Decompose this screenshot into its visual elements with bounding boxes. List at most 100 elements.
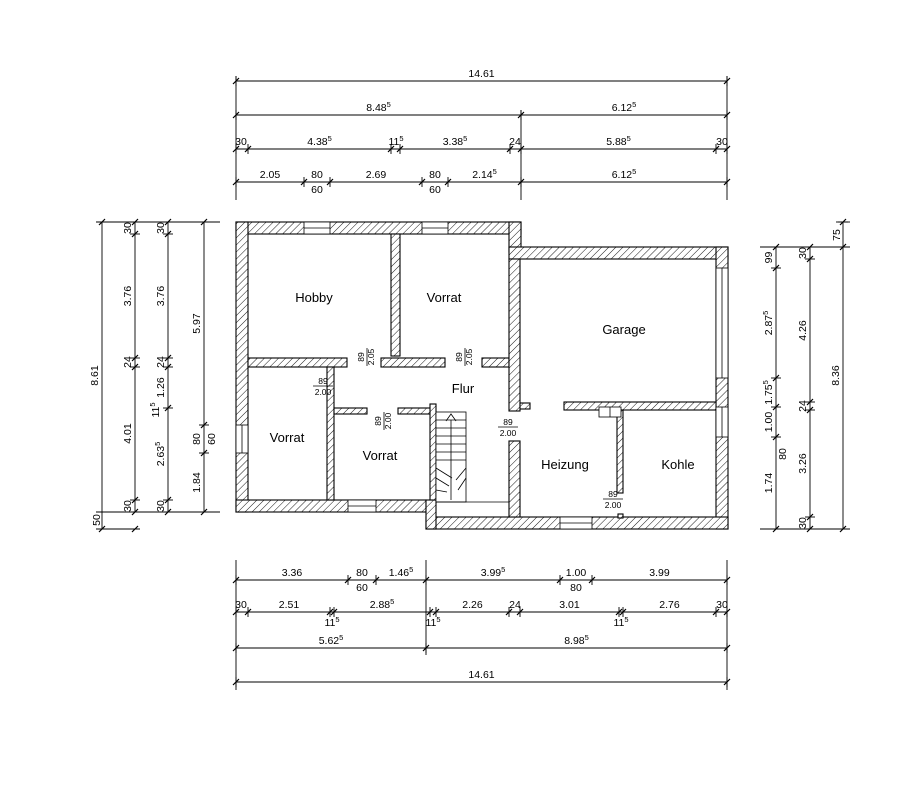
room-label-vorrat-center: Vorrat xyxy=(363,448,398,463)
door-1-width: 89 xyxy=(318,376,328,386)
dim-bot-row2-label-10: 30 xyxy=(716,599,728,611)
dim-bot-row1-label-4: 1.00 xyxy=(566,567,587,579)
dim-right-col2-label-3: 3.26 xyxy=(797,453,809,474)
wall-vorrat-center-top-a xyxy=(333,407,368,415)
dim-bot-row2-label-3: 2.885 xyxy=(370,597,395,611)
staircase xyxy=(435,411,509,503)
dim-left-col3-label-1: 3.76 xyxy=(155,286,167,307)
wall-mid-west-b xyxy=(380,357,446,368)
dim-bot-row3-label-1: 8.985 xyxy=(564,633,589,647)
wall-north-west xyxy=(235,221,522,235)
dim-bot-row1-label-5: 3.99 xyxy=(649,567,670,579)
windows xyxy=(235,221,729,530)
dim-right-top: 75 xyxy=(831,229,843,241)
dim-top-row3-label-6: 30 xyxy=(716,136,728,148)
wall-stub xyxy=(519,402,531,410)
dim-left-col4-label-1: 80 xyxy=(191,433,203,445)
dim-bot-row2-label-9: 2.76 xyxy=(659,599,680,611)
dim-right-col2-label-0: 30 xyxy=(797,247,809,259)
dim-top-row4-label-0: 2.05 xyxy=(260,169,281,181)
dim-top-row3-label-2: 115 xyxy=(388,134,403,148)
wall-west xyxy=(235,221,249,513)
dim-left-overall-label-0: 8.61 xyxy=(89,365,101,386)
dim-top-row3-label-1: 4.385 xyxy=(307,134,332,148)
door-labels: 89 2.00 89 2.05 89 2.05 89 2.00 89 2.00 … xyxy=(313,348,623,510)
room-label-flur: Flur xyxy=(452,381,475,396)
room-label-garage: Garage xyxy=(602,322,645,337)
dim-right-col2-label-2: 24 xyxy=(797,400,809,412)
dim-bot-row1-label-1: 80 xyxy=(356,567,368,579)
wall-vorrat-center-east xyxy=(429,403,437,501)
wall-flur-garage-a xyxy=(508,258,521,412)
dim-right-col1-label-3: 1.00 xyxy=(763,412,775,433)
dim-bot-overall-label-0: 14.61 xyxy=(468,669,494,681)
dim-top-row4-label-3: 80 xyxy=(429,169,441,181)
dim-top-row3-label-3: 3.385 xyxy=(443,134,468,148)
dim-bot-row2-below-1: 115 xyxy=(425,615,440,629)
wall-south-west xyxy=(235,499,427,513)
room-label-kohle: Kohle xyxy=(661,457,694,472)
dim-left-col3-label-5: 30 xyxy=(155,500,167,512)
dim-top-row2-label-1: 6.125 xyxy=(612,100,637,114)
dim-left-col3-label-4: 2.635 xyxy=(153,442,167,467)
dim-left-col2-extra-1: 115 xyxy=(148,402,162,417)
room-label-vorrat-left: Vorrat xyxy=(270,430,305,445)
wall-garage-north xyxy=(508,246,729,260)
wall-stair-south-step xyxy=(425,499,437,530)
wall-mid-west-c xyxy=(481,357,510,368)
room-label-heizung: Heizung xyxy=(541,457,589,472)
dim-left-col2-extra-0: 50 xyxy=(91,514,103,526)
dim-left-col2-label-1: 3.76 xyxy=(122,286,134,307)
dim-top-row4-below-1: 60 xyxy=(429,184,441,196)
wall-vorrat-center-top-b xyxy=(397,407,433,415)
wall-heizung-kohle xyxy=(616,409,624,494)
dim-right-col2-label-1: 4.26 xyxy=(797,320,809,341)
dim-top-row3-label-0: 30 xyxy=(235,136,247,148)
dim-left-col2-label-0: 30 xyxy=(122,222,134,234)
dim-left-col2-label-4: 30 xyxy=(122,500,134,512)
dim-right-col2-label-4: 30 xyxy=(797,517,809,529)
dim-right-col2-side: 80 xyxy=(777,448,789,460)
dim-top-overall-label-0: 14.61 xyxy=(468,68,494,80)
door-6-height: 2.00 xyxy=(605,500,622,510)
dim-top-row3-label-4: 24 xyxy=(509,136,521,148)
dim-bot-row2-below-0: 115 xyxy=(324,615,339,629)
room-label-hobby: Hobby xyxy=(295,290,333,305)
wall-garage-south xyxy=(563,401,717,411)
dim-right-col1-label-2: 1.755 xyxy=(761,380,775,405)
dim-right-overall-label-0: 8.36 xyxy=(830,365,842,386)
dim-top-row3-label-5: 5.885 xyxy=(606,134,631,148)
dim-top-row4-below-0: 60 xyxy=(311,184,323,196)
dim-bot-row1-label-2: 1.465 xyxy=(389,565,414,579)
wall-flur-garage-b xyxy=(508,440,521,518)
dim-bot-row1-below-0: 60 xyxy=(356,582,368,594)
door-3-height: 2.05 xyxy=(464,348,474,365)
room-label-vorrat-top: Vorrat xyxy=(427,290,462,305)
dim-bot-row2-label-0: 30 xyxy=(235,599,247,611)
door-6-width: 89 xyxy=(608,489,618,499)
dim-top-row4-label-5: 6.125 xyxy=(612,167,637,181)
dim-left-col4-label-0: 5.97 xyxy=(191,313,203,334)
dim-left-col3-label-3: 1.26 xyxy=(155,377,167,398)
door-5-height: 2.00 xyxy=(500,428,517,438)
dim-left-col2-label-3: 4.01 xyxy=(122,423,134,444)
dim-left-col2-label-2: 24 xyxy=(122,356,134,368)
door-4-height: 2.00 xyxy=(383,412,393,429)
door-4-width: 89 xyxy=(373,416,383,426)
dim-left-col4-label-2: 1.84 xyxy=(191,472,203,493)
dim-bot-row2-label-5: 2.26 xyxy=(462,599,483,611)
dim-top-row4-label-1: 80 xyxy=(311,169,323,181)
walls xyxy=(235,221,729,530)
dim-bot-row2-below-2: 115 xyxy=(613,615,628,629)
wall-heizung-kohle-end xyxy=(617,513,624,519)
wall-mid-west-a xyxy=(247,357,348,368)
dim-right-col1-label-1: 2.875 xyxy=(761,311,775,336)
door-2-width: 89 xyxy=(356,352,366,362)
dim-bot-row1-label-3: 3.995 xyxy=(481,565,506,579)
dim-bot-row2-label-6: 24 xyxy=(509,599,521,611)
dim-right-col1-label-4: 1.74 xyxy=(763,473,775,494)
dim-right-col1-label-0: 99 xyxy=(763,252,775,264)
dim-top-row4-label-2: 2.69 xyxy=(366,169,387,181)
